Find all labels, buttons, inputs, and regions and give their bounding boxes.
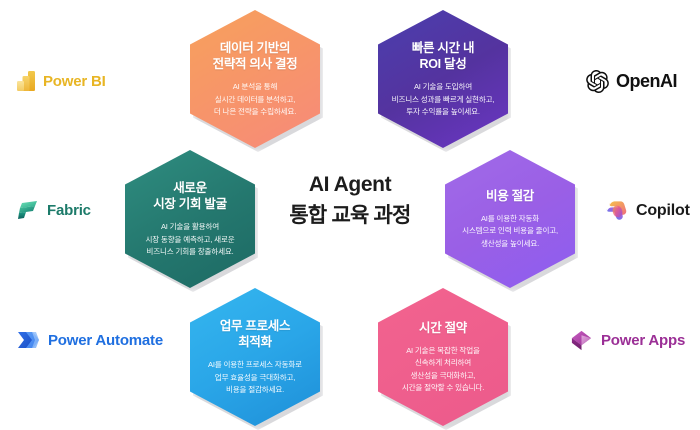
hexagon-title: 업무 프로세스 최적화 bbox=[219, 318, 291, 350]
logo-label: Power Apps bbox=[601, 332, 686, 349]
hexagon-description: AI를 이용한 프로세스 자동화로 업무 효율성을 극대화하고, 비용을 절감하… bbox=[208, 360, 302, 394]
logo-power-automate[interactable]: Power Automate bbox=[16, 329, 163, 351]
logo-power-bi[interactable]: Power BI bbox=[16, 70, 106, 92]
logo-label: OpenAI bbox=[616, 71, 678, 91]
logo-power-apps[interactable]: Power Apps bbox=[569, 329, 685, 352]
hexagon-description: AI 기술을 활용하여 시장 동향을 예측하고, 새로운 비즈니스 기회를 창출… bbox=[145, 222, 235, 256]
copilot-icon bbox=[605, 199, 629, 222]
hexagon-new-market-opportunity[interactable]: 새로운 시장 기회 발굴 AI 기술을 활용하여 시장 동향을 예측하고, 새로… bbox=[125, 150, 255, 288]
logo-openai[interactable]: OpenAI bbox=[586, 69, 678, 94]
center-title-line1: AI Agent bbox=[308, 173, 392, 196]
hexagon-title: 시간 절약 bbox=[419, 320, 467, 335]
logo-copilot[interactable]: Copilot bbox=[605, 199, 690, 222]
power-automate-icon bbox=[16, 329, 41, 351]
hexagon-title: 데이터 기반의 전략적 의사 결정 bbox=[212, 40, 298, 72]
hexagon-title: 새로운 시장 기회 발굴 bbox=[153, 180, 227, 212]
openai-icon bbox=[586, 69, 609, 94]
fabric-icon bbox=[16, 199, 40, 221]
hexagon-title: 빠른 시간 내 ROI 달성 bbox=[411, 40, 475, 72]
hexagon-description: AI 분석을 통해 실시간 데이터를 분석하고, 더 나은 전략을 수립하세요. bbox=[213, 82, 297, 116]
logo-label: Copilot bbox=[636, 201, 690, 219]
center-title: AI Agent 통합 교육 과정 bbox=[262, 172, 438, 230]
hexagon-description: AI 기술을 도입하여 비즈니스 성과를 빠르게 실현하고, 투자 수익률을 높… bbox=[391, 82, 495, 116]
logo-label: Fabric bbox=[47, 201, 91, 219]
logo-label: Power Automate bbox=[48, 331, 163, 349]
logo-fabric[interactable]: Fabric bbox=[16, 199, 91, 221]
hexagon-description: AI 기술은 복잡한 작업을 신속하게 처리하여 생산성을 극대화하고, 시간을… bbox=[401, 346, 485, 392]
power-apps-icon bbox=[569, 329, 594, 352]
logo-label: Power BI bbox=[43, 72, 106, 90]
hexagon-title: 비용 절감 bbox=[486, 188, 534, 203]
power-bi-icon bbox=[16, 70, 36, 92]
center-title-line2: 통합 교육 과정 bbox=[289, 204, 411, 228]
hexagon-description: AI를 이용한 자동화 시스템으로 인력 비용을 줄이고, 생산성을 높이세요. bbox=[462, 214, 558, 248]
